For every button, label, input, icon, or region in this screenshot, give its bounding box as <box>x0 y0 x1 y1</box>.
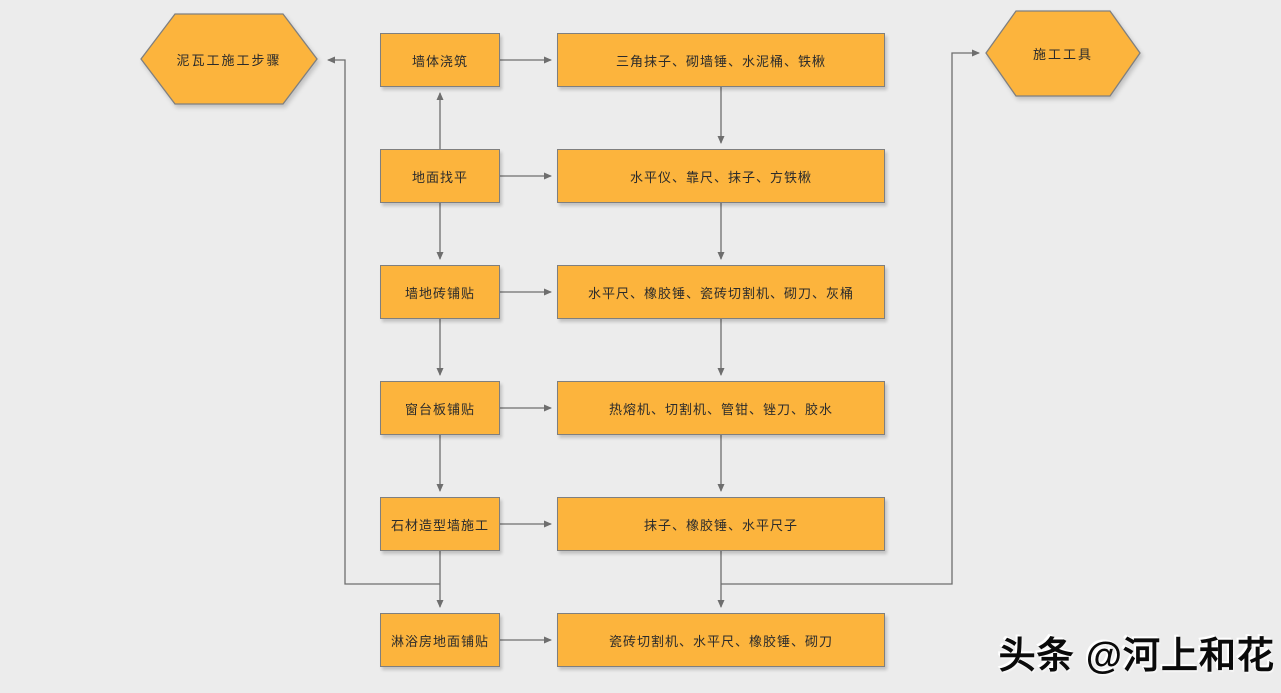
tool-box-shower-floor-laying: 瓷砖切割机、水平尺、橡胶锤、砌刀 <box>557 613 885 667</box>
loop-to-title-hexagon <box>327 56 440 585</box>
step-box-tile-laying: 墙地砖铺贴 <box>380 265 500 319</box>
tool-box-wall-pouring: 三角抹子、砌墙锤、水泥桶、铁楸 <box>557 33 885 87</box>
result-node-label: 施工工具 <box>1032 47 1093 62</box>
hexagon-shape <box>985 10 1141 97</box>
tool-box-tile-laying: 水平尺、橡胶锤、瓷砖切割机、砌刀、灰桶 <box>557 265 885 319</box>
title-node-label: 泥瓦工施工步骤 <box>176 52 282 68</box>
tool-box-stone-feature-wall: 抹子、橡胶锤、水平尺子 <box>557 497 885 551</box>
loop-to-result-hexagon <box>721 49 980 585</box>
tool-box-windowsill-laying: 热熔机、切割机、管钳、锉刀、胶水 <box>557 381 885 435</box>
hexagon-title-node: 泥瓦工施工步骤 <box>140 13 318 105</box>
step-box-windowsill-laying: 窗台板铺贴 <box>380 381 500 435</box>
step-box-floor-leveling: 地面找平 <box>380 149 500 203</box>
step-box-wall-pouring: 墙体浇筑 <box>380 33 500 87</box>
tool-box-floor-leveling: 水平仪、靠尺、抹子、方铁楸 <box>557 149 885 203</box>
step-box-shower-floor-laying: 淋浴房地面铺贴 <box>380 613 500 667</box>
step-box-stone-feature-wall: 石材造型墙施工 <box>380 497 500 551</box>
hexagon-result-node: 施工工具 <box>985 10 1141 97</box>
watermark-text: 头条 @河上和花 <box>998 635 1275 676</box>
hexagon-shape <box>140 13 318 105</box>
